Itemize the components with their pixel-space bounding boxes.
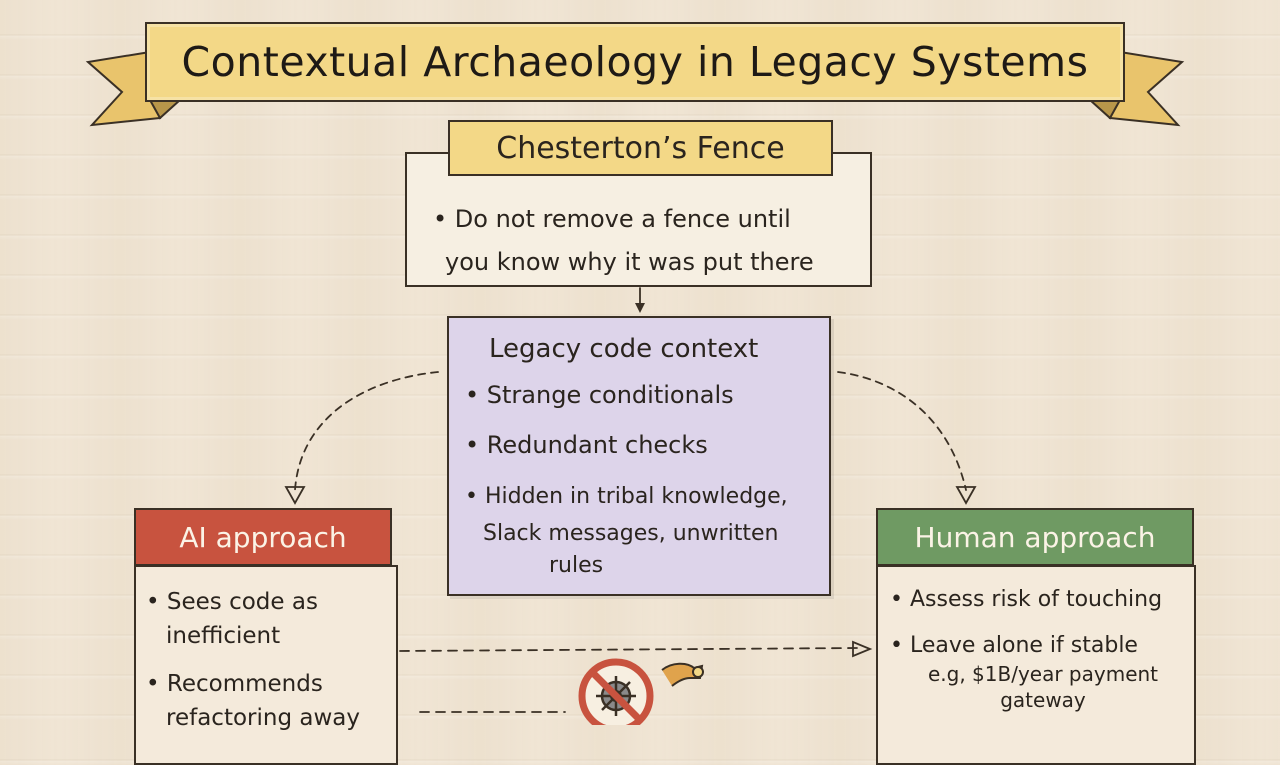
connectors — [284, 287, 977, 713]
legacy-title: Legacy code context — [489, 334, 759, 364]
fence-line-2: you know why it was put there — [445, 248, 814, 276]
banner-ribbon-tails — [85, 50, 1185, 127]
list-item: • Redundant checks — [465, 431, 708, 459]
ai-item1-line1: • Sees code as — [146, 589, 318, 615]
human-item2-sub2: gateway — [1000, 688, 1086, 712]
ai-list: • Sees code as inefficient • Recommends … — [146, 585, 396, 735]
legacy-list: • Strange conditionals • Redundant check… — [465, 380, 825, 580]
ai-item1-line2: inefficient — [166, 623, 281, 649]
ai-approach-box: • Sees code as inefficient • Recommends … — [134, 565, 398, 765]
list-item: • Strange conditionals — [465, 381, 734, 409]
human-approach-header: Human approach — [876, 508, 1194, 566]
fence-description: • Do not remove a fence until you know w… — [433, 198, 863, 284]
no-gear-icon — [578, 658, 704, 725]
legacy-item3-line3: rules — [549, 553, 604, 578]
diagram-title: Contextual Archaeology in Legacy Systems — [181, 38, 1089, 86]
legacy-to-ai-curve — [294, 371, 439, 491]
legacy-code-context-box: Legacy code context • Strange conditiona… — [447, 316, 831, 596]
ai-title: AI approach — [179, 520, 347, 554]
title-banner: Contextual Archaeology in Legacy Systems — [145, 22, 1125, 102]
list-item: • Leave alone if stable e.g, $1B/year pa… — [890, 631, 1190, 713]
human-list: • Assess risk of touching • Leave alone … — [890, 585, 1190, 713]
legacy-item3-line1: • Hidden in tribal knowledge, — [465, 484, 788, 509]
list-item: • Hidden in tribal knowledge, Slack mess… — [465, 478, 825, 580]
ai-item2-line1: • Recommends — [146, 671, 323, 697]
fence-title: Chesterton’s Fence — [496, 130, 785, 166]
ai-approach-header: AI approach — [134, 508, 392, 566]
list-item: • Assess risk of touching — [890, 587, 1163, 612]
human-approach-box: • Assess risk of touching • Leave alone … — [876, 565, 1196, 765]
fence-line-1: • Do not remove a fence until — [433, 205, 791, 233]
chestertons-fence-header: Chesterton’s Fence — [448, 120, 833, 176]
ai-item2-line2: refactoring away — [166, 705, 360, 731]
human-item2-line: • Leave alone if stable — [890, 633, 1138, 658]
legacy-to-human-curve — [837, 371, 967, 491]
human-item2-sub1: e.g, $1B/year payment — [927, 662, 1159, 686]
ai-to-human-dash-top — [399, 647, 861, 652]
human-title: Human approach — [914, 520, 1156, 554]
list-item: • Sees code as inefficient — [146, 585, 396, 653]
legacy-item3-line2: Slack messages, unwritten — [483, 521, 779, 546]
